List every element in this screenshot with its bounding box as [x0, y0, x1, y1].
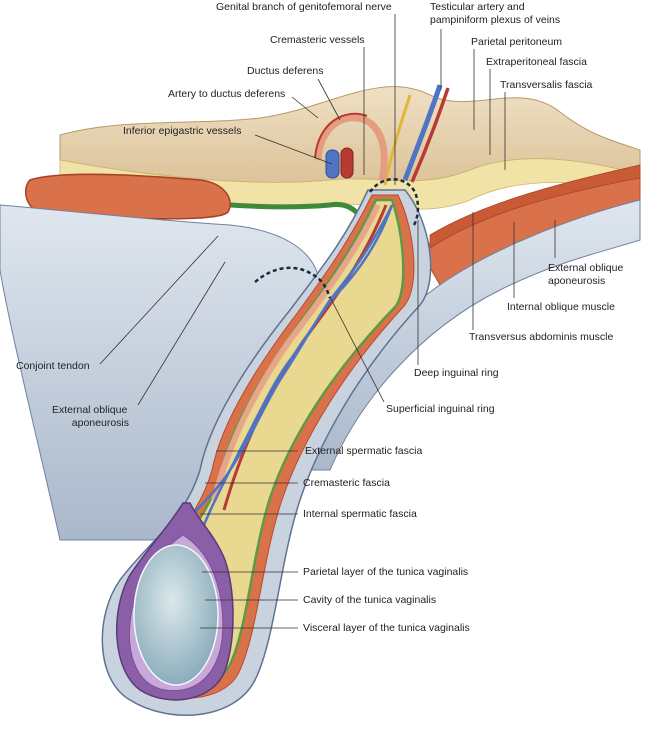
external-oblique-aponeurosis-right — [299, 199, 641, 471]
label-ext-oblique-left-line2: aponeurosis — [71, 417, 129, 429]
label-inferior-epigastric: Inferior epigastric vessels — [123, 125, 242, 137]
leader-superficial-ring — [329, 296, 385, 403]
leader-ext-oblique-left — [137, 261, 226, 406]
leader-inferior-epigastric — [254, 134, 333, 165]
ductus-deferens-in-cord — [211, 203, 381, 501]
deep-inguinal-ring-outline — [368, 178, 420, 226]
label-testicular-artery-line2: pampiniform plexus of veins — [430, 14, 561, 26]
label-genital-branch: Genital branch of genitofemoral nerve — [216, 1, 392, 13]
genital-branch-nerve — [383, 94, 412, 186]
leader-ductus-deferens — [317, 78, 341, 121]
label-extraperitoneal-fascia: Extraperitoneal fascia — [486, 56, 587, 68]
label-transversus-abdominis: Transversus abdominis muscle — [469, 331, 614, 343]
inferior-epigastric-vein — [325, 149, 340, 179]
label-transversalis-fascia: Transversalis fascia — [500, 79, 593, 91]
inferior-epigastric-artery — [340, 147, 354, 179]
label-cremasteric-vessels: Cremasteric vessels — [270, 34, 365, 46]
testicular-vessels-top-vein — [402, 84, 443, 181]
label-testicular-artery-line1: Testicular artery and — [430, 1, 525, 13]
leader-conjoint-tendon — [99, 235, 219, 365]
label-superficial-inguinal-ring: Superficial inguinal ring — [386, 403, 495, 415]
testis — [133, 544, 219, 686]
label-parietal-tunica-vaginalis: Parietal layer of the tunica vaginalis — [303, 566, 469, 578]
label-conjoint-tendon: Conjoint tendon — [16, 360, 90, 372]
leader-artery-ductus — [291, 96, 319, 119]
ductus-deferens-arch — [314, 114, 388, 181]
label-parietal-peritoneum: Parietal peritoneum — [471, 36, 563, 48]
label-artery-to-ductus: Artery to ductus deferens — [168, 88, 286, 100]
label-external-spermatic-fascia: External spermatic fascia — [305, 445, 423, 457]
label-deep-inguinal-ring: Deep inguinal ring — [414, 367, 499, 379]
leader-lines — [99, 14, 556, 629]
label-cavity-tunica-vaginalis: Cavity of the tunica vaginalis — [303, 594, 437, 606]
testicular-vessels-top-artery — [410, 87, 450, 183]
artery-to-ductus-arch — [314, 112, 368, 159]
label-visceral-tunica-vaginalis: Visceral layer of the tunica vaginalis — [303, 622, 470, 634]
label-ext-oblique-right-line1: External oblique — [548, 262, 624, 274]
label-internal-spermatic-fascia: Internal spermatic fascia — [303, 508, 417, 520]
label-ductus-deferens: Ductus deferens — [247, 65, 324, 77]
transversus-abdominis-muscle — [429, 164, 641, 249]
pampiniform-plexus — [187, 204, 394, 526]
label-cremasteric-fascia: Cremasteric fascia — [303, 477, 390, 489]
label-ext-oblique-right-line2: aponeurosis — [548, 275, 606, 287]
label-ext-oblique-left-line1: External oblique — [52, 404, 128, 416]
superficial-inguinal-ring-outline — [254, 266, 332, 299]
label-internal-oblique: Internal oblique muscle — [507, 301, 615, 313]
